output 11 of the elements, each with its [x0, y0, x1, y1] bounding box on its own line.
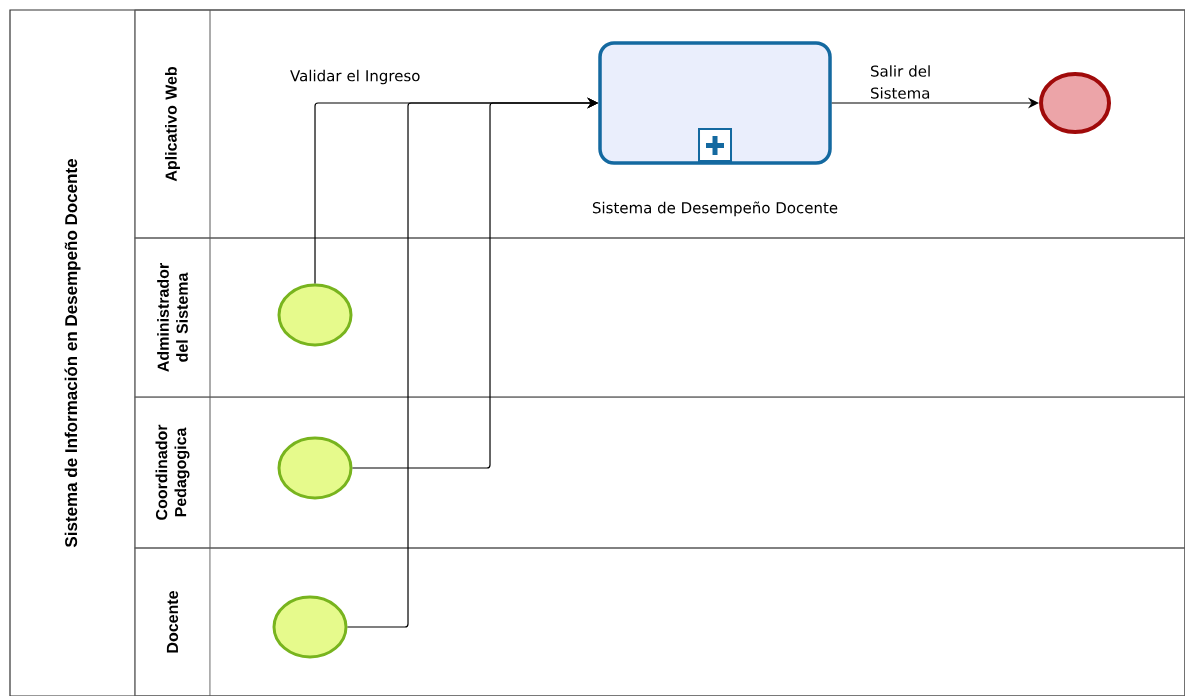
subprocess-box	[598, 41, 832, 165]
swimlane: Coordinador Pedagogica	[134, 396, 1185, 549]
end-event-circle	[1039, 72, 1111, 134]
swimlane: Docente	[134, 547, 1185, 696]
start-event-circle	[272, 595, 348, 659]
edge-label: Salir del Sistema	[871, 65, 930, 99]
node-label: Sistema de Desempeño Docente	[592, 201, 838, 217]
start-event-circle	[277, 283, 353, 347]
edge-label: Validar el Ingreso	[290, 69, 420, 85]
swimlane: Administrador del Sistema	[134, 237, 1185, 398]
start-event-circle	[277, 436, 353, 500]
